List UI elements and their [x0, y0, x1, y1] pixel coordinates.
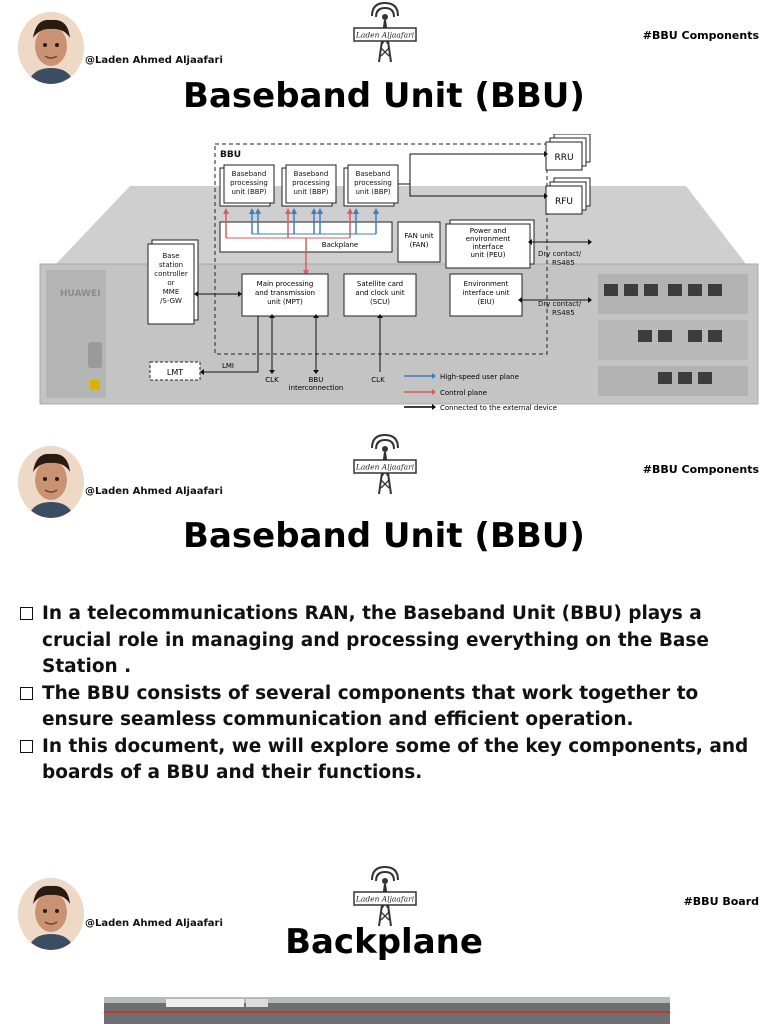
dry-contact-label-2: Dry contact/RS485	[538, 300, 582, 317]
person-photo-icon	[18, 878, 84, 950]
legend: High-speed user plane Control plane Conn…	[404, 373, 557, 412]
page-title: Baseband Unit (BBU)	[183, 516, 585, 556]
checkbox-bullet-icon	[20, 607, 33, 620]
legend-label-1: High-speed user plane	[440, 373, 519, 381]
legend-label-2: Control plane	[440, 389, 487, 397]
eiu-box	[449, 273, 523, 317]
bbp-box-1-front	[223, 164, 275, 204]
person-photo-icon	[18, 12, 84, 84]
bbu-boundary	[214, 143, 548, 355]
lmi-link	[204, 316, 259, 373]
warning-label-icon	[90, 380, 100, 390]
bullet-item: In this document, we will explore some o…	[20, 734, 750, 787]
bullet-item: In a telecommunications RAN, the Baseban…	[20, 601, 750, 681]
chassis-handle	[88, 342, 102, 368]
page-3: @Laden Ahmed Aljaafari Laden Aljaafari #…	[0, 862, 768, 1024]
page-1: @Laden Ahmed Aljaafari Laden Aljaafari #…	[0, 0, 768, 420]
photo-top-strip	[104, 997, 670, 1003]
backplane-label: Backplane	[322, 241, 358, 249]
tower-logo-icon: Laden Aljaafari	[353, 1, 417, 62]
dry-contact-label-1: Dry contact/RS485	[538, 250, 582, 267]
page-tag: #BBU Components	[642, 463, 759, 476]
rfu-label: RFU	[555, 197, 573, 207]
author-handle: @Laden Ahmed Aljaafari	[85, 486, 223, 497]
legend-label-3: Connected to the external device	[440, 404, 557, 412]
mpt-box	[241, 273, 329, 317]
bsc-box-front	[147, 243, 195, 325]
svg-text:Laden Aljaafari: Laden Aljaafari	[355, 463, 415, 472]
rfu-link	[409, 184, 544, 197]
svg-text:Laden Aljaafari: Laden Aljaafari	[355, 31, 415, 40]
fan-label: FAN unit(FAN)	[404, 232, 433, 249]
page-title: Backplane	[285, 922, 483, 962]
photo-red-line	[104, 1011, 670, 1013]
person-photo-icon	[18, 446, 84, 518]
rru-label: RRU	[554, 153, 573, 163]
rru-stack: RRU	[545, 134, 591, 171]
tower-logo-icon: Laden Aljaafari	[353, 865, 417, 926]
scu-box	[343, 273, 417, 317]
page-title: Baseband Unit (BBU)	[183, 76, 585, 116]
page-tag: #BBU Components	[642, 29, 759, 42]
photo-sticker-small	[246, 999, 268, 1007]
clk-label-2: CLK	[371, 376, 385, 384]
huawei-logo-text: HUAWEI	[60, 289, 101, 299]
chassis-left-panel	[46, 270, 106, 398]
photo-sticker	[166, 999, 244, 1007]
rru-link	[398, 153, 544, 185]
author-avatar	[18, 878, 84, 950]
author-avatar	[18, 12, 84, 84]
author-avatar	[18, 446, 84, 518]
bbp-box-3-front	[347, 164, 399, 204]
bbp-box-2-front	[285, 164, 337, 204]
clk-label-1: CLK	[265, 376, 279, 384]
checkbox-bullet-icon	[20, 739, 33, 753]
bbu-label: BBU	[220, 150, 241, 160]
tower-logo-icon: Laden Aljaafari	[353, 433, 417, 494]
backplane-arrows	[223, 208, 379, 276]
port-bank	[598, 274, 748, 396]
backplane-photo	[104, 997, 670, 1024]
page-2: @Laden Ahmed Aljaafari Laden Aljaafari #…	[0, 430, 768, 850]
svg-text:Laden Aljaafari: Laden Aljaafari	[355, 895, 415, 904]
page-tag: #BBU Board	[683, 895, 759, 908]
bullet-item: The BBU consists of several components t…	[20, 681, 750, 734]
checkbox-bullet-icon	[20, 686, 33, 700]
rfu-stack: RFU	[545, 177, 591, 215]
lmt-box	[149, 361, 201, 381]
author-handle: @Laden Ahmed Aljaafari	[85, 55, 223, 66]
lmi-label: LMI	[222, 362, 234, 370]
peu-box-front	[445, 223, 531, 269]
bullet-list: In a telecommunications RAN, the Baseban…	[20, 601, 750, 787]
author-handle: @Laden Ahmed Aljaafari	[85, 918, 223, 929]
fan-box	[397, 221, 441, 263]
lmt-label: LMT	[167, 368, 183, 377]
